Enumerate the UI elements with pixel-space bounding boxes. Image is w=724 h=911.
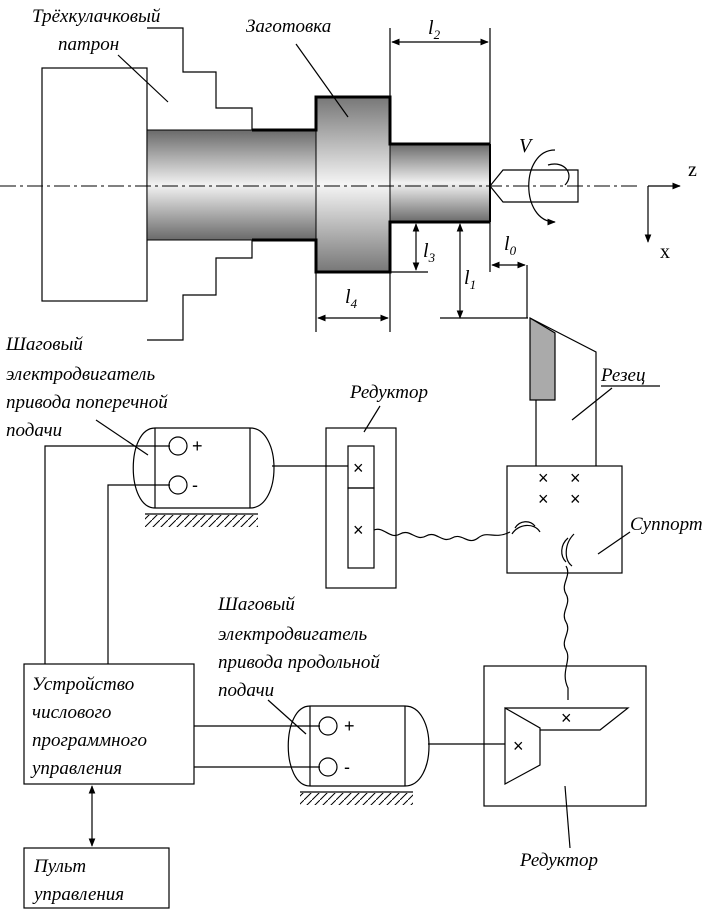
leader-chuck xyxy=(117,54,169,103)
carriage-label: Суппорт xyxy=(630,514,703,535)
panel-label-2: управления xyxy=(32,884,124,905)
control-panel-box xyxy=(23,847,170,909)
chuck-jaw-upper xyxy=(147,27,253,130)
tailstock-center xyxy=(489,149,579,226)
flexible-shaft-longitudinal xyxy=(563,565,569,700)
reducer-top-label: Редуктор xyxy=(349,382,428,403)
workpiece xyxy=(146,95,491,274)
motor-long-label-1: Шаговый xyxy=(217,594,295,615)
motor-cross-terminal-minus xyxy=(168,475,188,495)
motor-cross-terminal-plus xyxy=(168,436,188,456)
reducer-bottom-cross-2: × xyxy=(561,708,572,728)
svg-text:+: + xyxy=(192,436,203,456)
l4-label: l4 xyxy=(345,286,358,311)
motor-cross-feed: + - xyxy=(132,427,275,527)
cnc-label-1: Устройство xyxy=(32,674,134,695)
dimension-l4: l4 xyxy=(315,272,391,332)
motor-cross-label-3: привода поперечной xyxy=(6,392,168,413)
reducer-bottom-bevel-gear-1 xyxy=(504,706,541,786)
cutter-holder-outline xyxy=(529,317,597,466)
leader-workpiece xyxy=(295,43,349,118)
motor-long-body xyxy=(287,705,430,787)
cnc-label-3: программного xyxy=(32,730,147,751)
motor-longitudinal-feed: + - xyxy=(287,705,430,805)
motor-long-label-3: привода продольной xyxy=(218,652,380,673)
carriage-crosses: × × × × xyxy=(538,468,581,509)
carriage-box xyxy=(506,465,623,574)
cnc-unit-box xyxy=(23,663,195,785)
rotation-arrow xyxy=(528,149,556,226)
motor-long-label-2: электродвигатель xyxy=(218,624,367,645)
flexible-shaft-cross xyxy=(373,528,511,542)
svg-text:×: × xyxy=(538,489,549,509)
dimension-l2: l2 xyxy=(389,17,491,144)
cnc-label-2: числового xyxy=(32,702,111,723)
speed-label: V xyxy=(519,135,534,157)
motor-cross-label-4: подачи xyxy=(6,420,62,441)
motor-long-terminal-plus xyxy=(318,716,338,736)
workpiece-contour-bottom xyxy=(252,220,490,274)
worm-gear-symbol-2 xyxy=(561,533,575,567)
reducer-top-box xyxy=(325,427,397,589)
cutter-label: Резец xyxy=(600,365,645,386)
motor-cross-label-2: электродвигатель xyxy=(6,364,155,385)
motor-cross-ground-hatch xyxy=(145,515,258,527)
chuck-label-line2: патрон xyxy=(58,34,119,55)
z-axis-label: z xyxy=(688,159,697,181)
workpiece-collar xyxy=(315,96,391,273)
chuck-label-line1: Трёхкулачковый xyxy=(32,6,161,27)
reducer-bottom-cross-1: × xyxy=(513,736,524,756)
workpiece-contour-top xyxy=(252,95,490,146)
reducer-bottom-bevel-gear-2 xyxy=(505,707,630,731)
cutter-insert xyxy=(529,316,556,401)
x-axis-label: x xyxy=(660,241,670,263)
svg-text:×: × xyxy=(570,468,581,488)
cutter xyxy=(529,316,597,466)
leader-carriage xyxy=(597,531,631,555)
dimension-l0: l0 xyxy=(489,222,528,318)
workpiece-turned-end xyxy=(389,143,491,223)
cnc-label-4: управления xyxy=(30,758,122,779)
leader-motor-long xyxy=(267,699,307,735)
svg-text:-: - xyxy=(192,475,198,495)
motor-cross-label-1: Шаговый xyxy=(5,334,83,355)
l3-label: l3 xyxy=(423,240,436,265)
dimension-l3: l3 xyxy=(390,223,436,273)
wire-cnc-motor-cross-minus xyxy=(107,484,170,664)
leader-cutter xyxy=(571,387,613,421)
reducer-bottom-box xyxy=(483,665,647,807)
chuck-jaw-lower xyxy=(147,238,253,341)
worm-gear-symbol-1 xyxy=(511,521,541,535)
reducer-top-gear-2 xyxy=(347,487,375,569)
wire-cnc-motor-cross-plus xyxy=(44,445,170,664)
l1-label: l1 xyxy=(464,267,476,292)
leader-motor-cross xyxy=(95,419,149,456)
motor-long-label-4: подачи xyxy=(218,680,274,701)
reducer-top-cross-2: × xyxy=(353,520,364,540)
chuck-body xyxy=(41,67,148,302)
workpiece-main-shaft xyxy=(146,129,318,241)
motor-long-ground-hatch xyxy=(300,793,413,805)
l2-label: l2 xyxy=(428,17,441,42)
svg-text:-: - xyxy=(344,757,350,777)
panel-label-1: Пульт xyxy=(33,856,86,877)
motor-long-terminal-minus xyxy=(318,757,338,777)
svg-text:+: + xyxy=(344,716,355,736)
leader-reducer-top xyxy=(363,405,381,433)
l0-label: l0 xyxy=(504,233,517,258)
coordinate-axes: z x xyxy=(644,159,697,263)
svg-text:×: × xyxy=(538,468,549,488)
reducer-top-cross-1: × xyxy=(353,458,364,478)
svg-text:×: × xyxy=(570,489,581,509)
motor-cross-body xyxy=(132,427,275,509)
reducer-bottom-label: Редуктор xyxy=(519,850,598,871)
workpiece-label: Заготовка xyxy=(246,16,331,37)
dimension-l1: l1 xyxy=(440,223,528,319)
leader-reducer-bottom xyxy=(564,785,571,849)
